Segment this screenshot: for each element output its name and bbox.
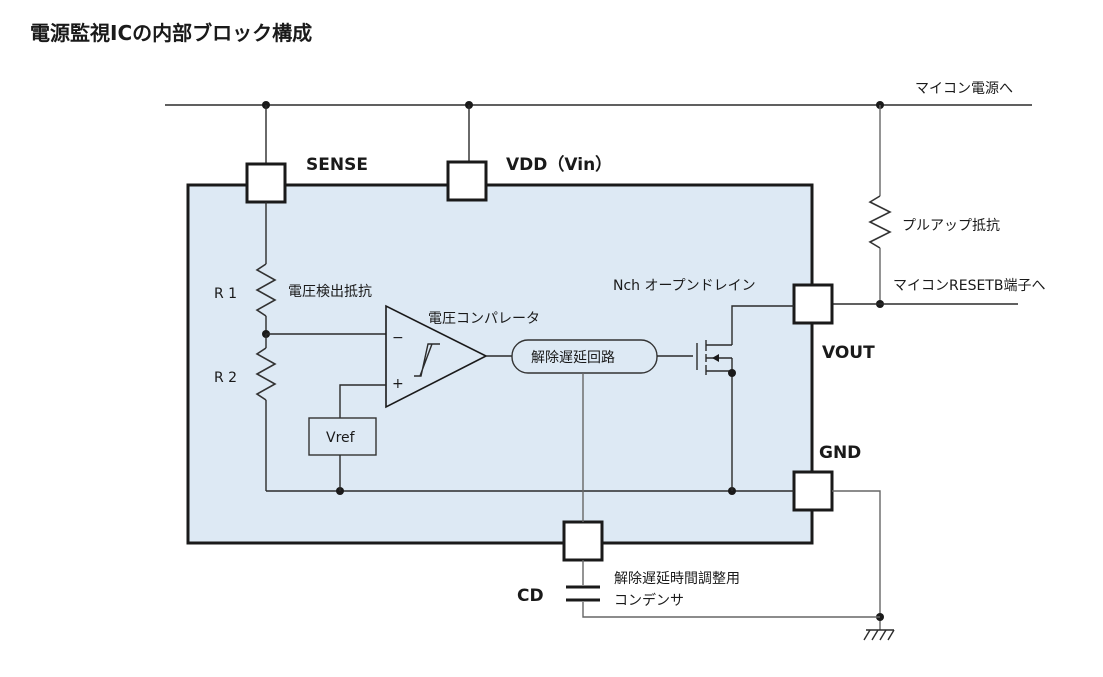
diagram-title: 電源監視ICの内部ブロック構成 <box>30 21 312 45</box>
hysteresis-icon <box>414 343 440 377</box>
comparator-label: 電圧コンパレータ <box>428 311 540 327</box>
cd-cap-label-line1: 解除遅延時間調整用 <box>614 571 740 587</box>
pullup-resistor-icon <box>868 195 892 249</box>
divider-resistor-label: 電圧検出抵抗 <box>288 284 372 300</box>
vout-pin <box>792 283 834 325</box>
cd-cap-ground-wire <box>582 602 880 618</box>
vdd-pin-label: VDD（Vin） <box>506 154 612 175</box>
mcu-power-label: マイコン電源へ <box>915 81 1013 97</box>
vref-label: Vref <box>326 430 356 446</box>
pullup-resistor-label: プルアップ抵抗 <box>902 218 1000 234</box>
gnd-pin-label: GND <box>819 443 861 463</box>
ic-body <box>186 183 814 545</box>
nch-mosfet-icon <box>696 340 732 375</box>
gnd-external-wire <box>832 490 881 630</box>
r2-label: R 2 <box>214 370 237 386</box>
gnd-pin <box>792 470 834 512</box>
comparator-triangle <box>385 304 488 409</box>
sense-pin <box>245 162 287 204</box>
ground-symbol-icon <box>863 629 895 641</box>
mcu-reset-label: マイコンRESETB端子へ <box>893 278 1045 294</box>
vref-to-plus-wire <box>339 384 386 418</box>
r1-resistor-icon <box>255 263 277 317</box>
delay-circuit-label: 解除遅延回路 <box>531 350 615 366</box>
drain-to-vout-wire <box>731 305 794 345</box>
comparator-minus-sign: − <box>392 330 404 346</box>
nch-open-drain-label: Nch オープンドレイン <box>613 278 756 294</box>
comparator-plus-sign: + <box>392 376 404 392</box>
sense-pin-label: SENSE <box>306 155 368 175</box>
vdd-pin <box>446 160 488 202</box>
cd-cap-label-line2: コンデンサ <box>614 592 684 609</box>
source-junction <box>728 369 736 377</box>
cd-pin <box>562 520 604 562</box>
r2-resistor-icon <box>255 347 277 401</box>
vout-pin-label: VOUT <box>822 343 875 363</box>
cd-pin-label: CD <box>517 586 544 606</box>
vref-box <box>308 417 377 456</box>
r1-label: R 1 <box>214 286 237 302</box>
